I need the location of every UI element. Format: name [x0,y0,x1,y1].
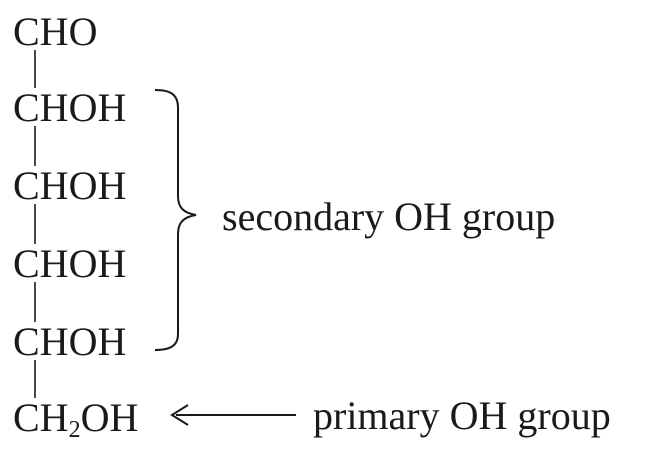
row-choh-4: CHOH [13,319,127,364]
arrow-head-icon [170,404,189,426]
secondary-oh-label: secondary OH group [222,194,556,239]
row-cho: CHO [13,9,98,54]
curly-brace [154,89,197,351]
ch2oh-prefix: CH [13,395,69,440]
ch2oh-suffix: OH [80,395,139,440]
row-choh-1: CHOH [13,85,127,130]
row-choh-2: CHOH [13,163,127,208]
row-choh-3: CHOH [13,241,127,286]
primary-oh-label: primary OH group [313,393,611,438]
ch2oh-subscript: 2 [68,417,81,443]
row-ch2oh: CH2OH [13,395,139,443]
